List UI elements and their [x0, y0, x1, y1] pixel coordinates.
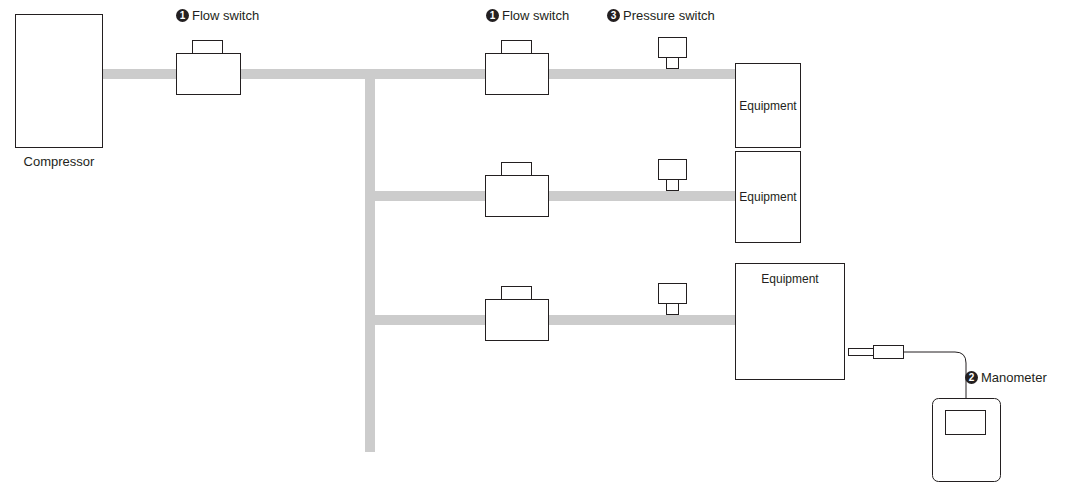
- node-label: Equipment: [739, 190, 796, 204]
- node-label: Equipment: [739, 99, 796, 113]
- compressor-box: Compressor: [15, 14, 103, 148]
- node-label: Compressor: [24, 155, 95, 169]
- part-label: Flow switch: [192, 8, 259, 23]
- equipment-box: Equipment: [735, 63, 801, 148]
- callout-number: 1: [486, 9, 499, 22]
- pipe-trunk: [365, 320, 375, 452]
- pressure-switch-symbols: [659, 38, 687, 315]
- equipment-box: Equipment: [735, 151, 801, 243]
- air-pipe: [103, 74, 735, 320]
- callout-number: 3: [607, 9, 620, 22]
- equipment-box: Equipment: [735, 263, 845, 380]
- manometer-symbol: [849, 346, 1001, 482]
- flow-switch-symbols: [177, 41, 549, 341]
- node-label: Equipment: [761, 272, 818, 286]
- callout-number: 1: [176, 9, 189, 22]
- callout-number: 2: [965, 371, 978, 384]
- part-label: Manometer: [981, 370, 1047, 385]
- part-label: Pressure switch: [623, 8, 715, 23]
- part-label: Flow switch: [502, 8, 569, 23]
